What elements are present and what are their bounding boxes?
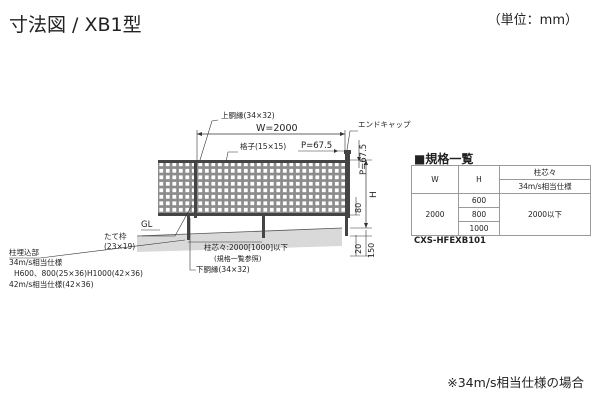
- spec-table-title: ■規格一覧: [414, 152, 474, 166]
- spec-34-label: 34m/s相当仕様: [9, 257, 63, 267]
- fence-panel: [158, 161, 346, 215]
- frame-label: たて枠: [104, 231, 127, 241]
- pitch-label: P=67.5: [301, 141, 332, 151]
- end-cap-label: エンドキャップ: [358, 120, 411, 129]
- post: [345, 216, 348, 236]
- spec-34-sizes: H600、800(25×36)H1000(42×36): [14, 269, 143, 278]
- gl-label: GL: [141, 220, 153, 230]
- top-rail: [158, 160, 346, 163]
- spec-h-value: 1000: [458, 221, 500, 236]
- dim-20-label: 20: [354, 244, 363, 254]
- post: [187, 216, 190, 240]
- end-cap: [344, 150, 351, 154]
- top-rail-label: 上胴縁(34×32): [221, 110, 275, 120]
- spec-h-value: 800: [458, 207, 500, 222]
- spec-code: CXS-HFEXB101: [414, 236, 486, 246]
- unit-note: （単位：mm）: [487, 13, 578, 28]
- spec-header-post: 柱芯々: [499, 165, 591, 180]
- grid-label: 格子(15×15): [240, 141, 286, 151]
- bottom-rail-label: 下胴縁(34×32): [196, 264, 250, 274]
- pitch-vertical-label: P=67.5: [359, 144, 369, 175]
- spec-table: W H 柱芯々 34m/s相当仕様 2000 600 2000以下 800 10…: [411, 165, 591, 236]
- width-label: W=2000: [256, 123, 298, 134]
- post-spacing-note: (規格一覧参照): [214, 254, 262, 263]
- spec-header-h: H: [458, 165, 500, 194]
- ground-line: [136, 227, 343, 237]
- frame-post-left: [194, 160, 197, 218]
- height-label: H: [369, 191, 379, 198]
- bottom-rail: [158, 213, 346, 216]
- post-embed-label: 柱埋込部: [9, 247, 39, 257]
- spec-42-label: 42m/s相当仕様(42×36): [9, 279, 94, 289]
- dim-150-label: 150: [367, 243, 376, 258]
- frame-size-label: (23×19): [104, 242, 135, 251]
- spec-post-value: 2000以下: [499, 193, 591, 236]
- dim-80-label: 80: [354, 203, 363, 213]
- end-post: [345, 154, 350, 218]
- spec-header-post-sub: 34m/s相当仕様: [499, 179, 591, 194]
- footnote: ※34m/s相当仕様の場合: [447, 375, 584, 390]
- spec-h-value: 600: [458, 193, 500, 208]
- post: [262, 216, 265, 238]
- page-title: 寸法図 / XB1型: [9, 14, 142, 36]
- spec-w-value: 2000: [411, 193, 459, 236]
- spec-header-w: W: [411, 165, 459, 194]
- post-spacing-label: 柱芯々:2000[1000]以下: [204, 242, 289, 252]
